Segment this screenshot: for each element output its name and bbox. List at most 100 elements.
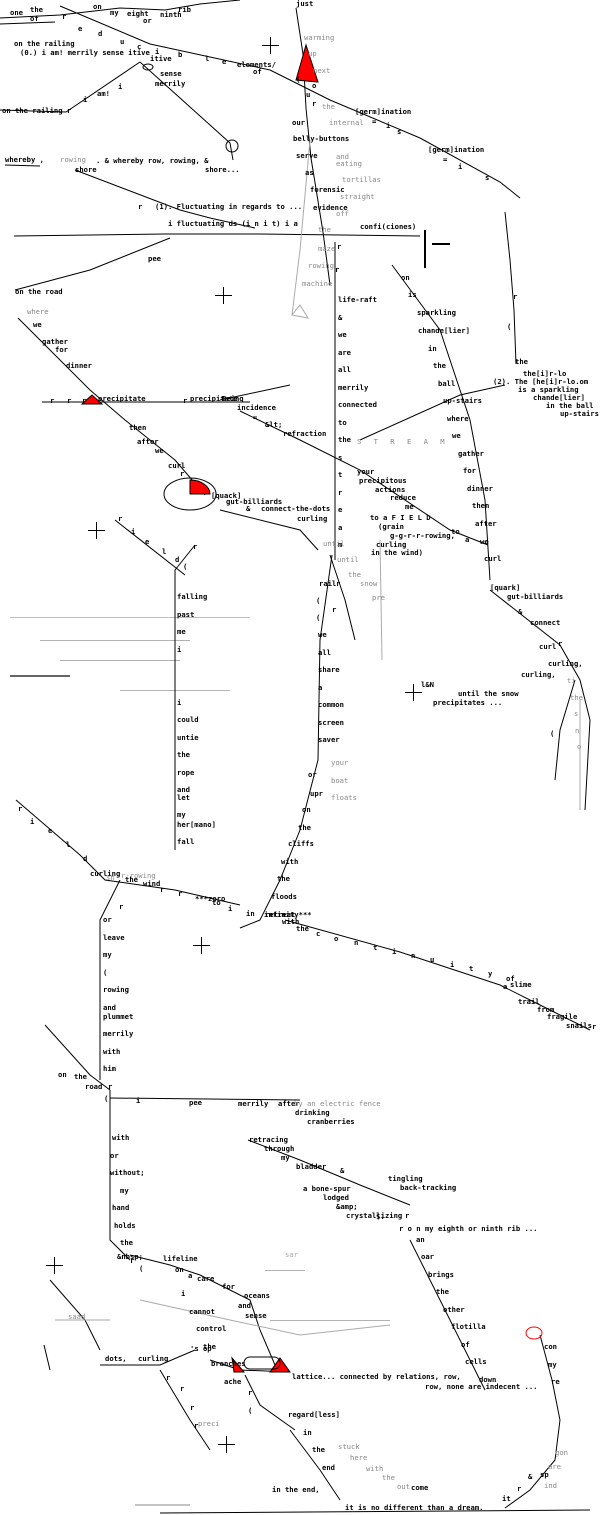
poem-word: flotilla [451,1322,486,1331]
poem-word: past [177,610,195,619]
poem-word: precipitates ... [433,698,503,707]
poem-word: without; [110,1168,145,1177]
poem-word: i [131,527,136,536]
poem-word: are [338,348,351,357]
poem-word: r [82,396,87,405]
poem-word: a [465,535,470,544]
line [129,1254,276,1366]
poem-word: a [338,523,343,532]
poem-word: s [485,173,490,182]
poem-word: connect-the-dots [261,504,331,513]
poem-word: [quack] [211,491,242,500]
poem-word: snow [360,579,378,588]
line [0,61,141,113]
poem-word: chande[lier] [533,393,585,402]
poem-word: and [103,1003,116,1012]
poem-word: with [103,1047,121,1056]
poem-word: lifeline [163,1254,198,1263]
poem-word: (1). Fluctuating in regards to ... [155,202,303,211]
poem-word: let [177,793,190,802]
line [219,384,291,401]
line [504,211,517,365]
poem-word: an [416,1235,425,1244]
poem-word: on [93,2,102,11]
poem-word: him [103,1064,116,1073]
poem-word: r [119,902,124,911]
line [379,539,383,661]
poem-word: your [331,758,349,767]
poem-word: i [177,645,182,654]
ellipse [163,477,217,511]
poem-word: the [348,570,361,579]
poem-word: reduce [390,493,416,502]
poem-word: with [281,857,299,866]
poem-word: d [175,555,180,564]
poem-word: until [323,539,345,548]
poem-word: rowing [60,155,86,164]
poem-word: 's op [190,1344,212,1353]
poem-word: on [175,1265,184,1274]
poem-word: merrily [238,1099,269,1108]
poem-word: Being [222,394,244,403]
red-wedge [189,479,211,495]
poem-word: r [50,396,55,405]
poem-word: gut-billiards [226,497,283,506]
poem-word: straight [340,192,375,201]
poem-word: control [196,1324,227,1333]
poem-word: shore... [205,165,240,174]
poem-word: r [312,99,317,108]
poem-word: shore [75,165,97,174]
poem-word: o [577,742,582,751]
poem-word: r [62,12,67,21]
poem-word: e [338,505,343,514]
poem-word: curling [297,514,328,523]
poem-word: s [397,127,402,136]
poem-word: and [177,785,190,794]
poem-word: d [83,854,88,863]
poem-word: . & whereby row, rowing, & [96,156,209,165]
poem-word: curling [90,869,121,878]
poem-word: regard[less] [288,1410,340,1419]
poem-word: or [143,16,152,25]
poem-word: eating [336,159,362,168]
poem-word: it is no different than a dream. [345,1503,484,1512]
poem-word: [germ]ination [428,145,485,154]
poem-word: to [451,527,460,536]
poem-word: floods [271,892,297,901]
poem-word: out [397,1482,410,1491]
poem-word: gut-billiards [507,592,564,601]
poem-word: all [338,365,351,374]
poem-word: the [570,693,583,702]
poem-word: to [212,898,221,907]
poem-word: elements/ [237,60,276,69]
poem-word: of [30,14,39,23]
poem-word: r [180,1384,185,1393]
small-circle [225,139,239,153]
poem-word: r [517,1484,522,1493]
poem-word: the [125,875,138,884]
poem-word: s [574,709,579,718]
poem-word: leave [103,933,125,942]
poem-word: me [405,502,414,511]
poem-word: we [33,320,42,329]
poem-word: the [338,435,351,444]
poem-word: pee [148,254,161,263]
poem-word: curling, [521,670,556,679]
line [4,164,41,167]
poem-word: of [506,974,515,983]
poem-word: pee [189,1098,202,1107]
poem-word: of [461,1340,470,1349]
poem-word: on the railing [14,39,75,48]
line [289,1429,341,1501]
poem-word: incidence [237,403,276,412]
poem-word: from [537,1005,555,1014]
capsule [243,1356,281,1370]
line [159,1369,211,1451]
poem-word: on the railing r [2,106,72,115]
poem-word: dots, [105,1354,127,1363]
poem-word: r [337,242,342,251]
poem-word: r [130,1256,135,1265]
poem-word: after [475,519,497,528]
poem-word: as [305,168,314,177]
